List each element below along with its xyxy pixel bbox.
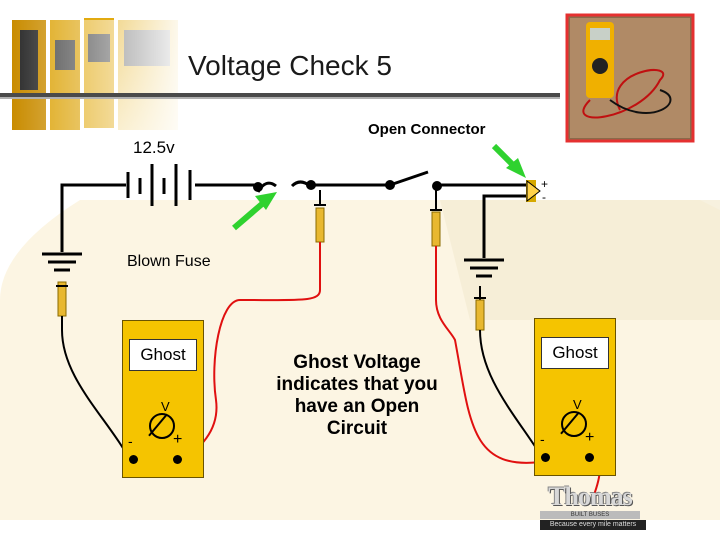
meter-right-negative-jack (541, 453, 550, 462)
open-connector-label: Open Connector (368, 121, 486, 138)
blown-fuse-label: Blown Fuse (127, 253, 211, 270)
background-bus-window (440, 200, 720, 320)
probe-left-ground (56, 281, 68, 330)
meter-right-display: Ghost (541, 337, 609, 369)
battery-voltage-label: 12.5v (133, 138, 175, 157)
ground-symbol-right (464, 258, 504, 278)
meter-left-positive-jack (173, 455, 182, 464)
battery-symbol (126, 164, 192, 206)
meter-left-display: Ghost (129, 339, 197, 371)
logo-tagline: Because every mile matters (540, 520, 646, 530)
green-arrow-load (491, 143, 526, 178)
green-arrow-open-connector (232, 192, 277, 231)
ghost-voltage-explanation: Ghost Voltage indicates that you have an… (276, 352, 438, 439)
meter-right-positive-jack (585, 453, 594, 462)
logo-brand-mark: Thomas (548, 482, 633, 511)
load-negative-sign: - (542, 190, 546, 204)
multimeter-photo (565, 13, 695, 143)
meter-left-negative-jack (129, 455, 138, 464)
probe-middle-1 (314, 190, 326, 243)
open-connector-symbol (256, 180, 311, 193)
load-positive-sign: + (541, 177, 549, 191)
multimeter-right: Ghost V - + (534, 318, 616, 476)
multimeter-left: Ghost V - + (122, 320, 204, 478)
meter-right-positive-label: + (585, 429, 595, 446)
probe-middle-2 (430, 190, 442, 247)
meter-left-unit: V (161, 399, 170, 414)
logo-subline: BUILT BUSES (540, 511, 640, 519)
meter-right-negative-label: - (540, 431, 545, 447)
meter-left-negative-label: - (128, 433, 133, 449)
thomas-built-buses-logo: Thomas BUILT BUSES Because every mile ma… (540, 480, 646, 530)
meter-left-positive-label: + (173, 431, 183, 448)
bus-photo-collage (12, 18, 192, 130)
title-underline (0, 93, 560, 97)
ground-symbol-left (42, 252, 82, 272)
meter-left-dial-icon (149, 413, 175, 439)
meter-right-dial-icon (561, 411, 587, 437)
probe-right-ground (474, 286, 486, 331)
slide-title: Voltage Check 5 (188, 50, 392, 81)
circuit-wiring (60, 170, 527, 258)
meter-right-unit: V (573, 397, 582, 412)
load-symbol (526, 179, 541, 203)
